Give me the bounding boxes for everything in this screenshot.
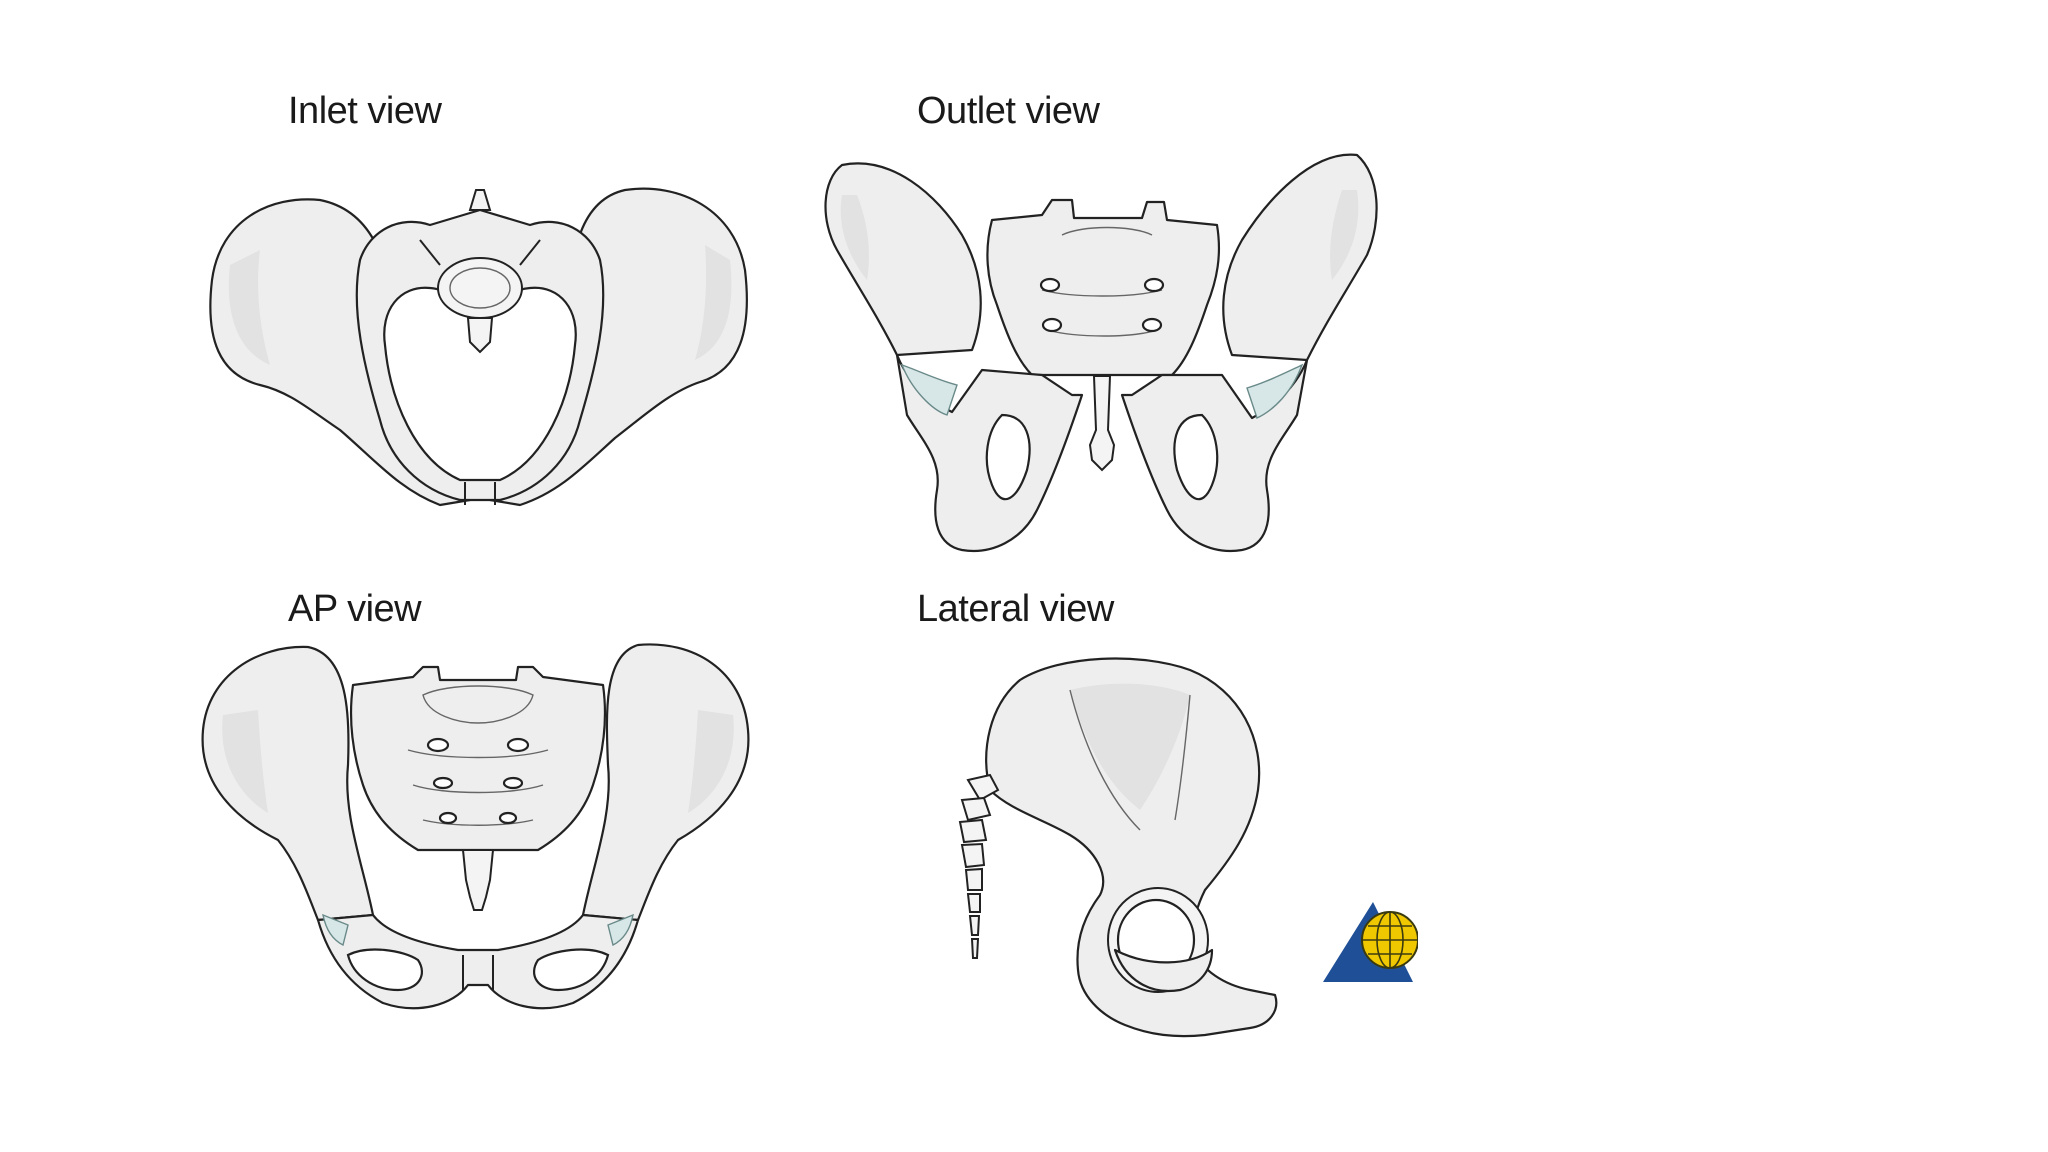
ap-view-pelvis-illustration — [201, 643, 750, 1010]
inlet-view-pelvis-illustration — [209, 187, 748, 507]
lateral-view-label: Lateral view — [917, 588, 1114, 630]
outlet-view-pelvis-illustration — [824, 153, 1378, 553]
inlet-view-label: Inlet view — [288, 90, 442, 132]
lateral-view-pelvis-illustration — [958, 657, 1278, 1038]
outlet-view-label: Outlet view — [917, 90, 1100, 132]
ap-view-label: AP view — [288, 588, 422, 630]
globe-triangle-logo-icon — [1323, 902, 1418, 982]
